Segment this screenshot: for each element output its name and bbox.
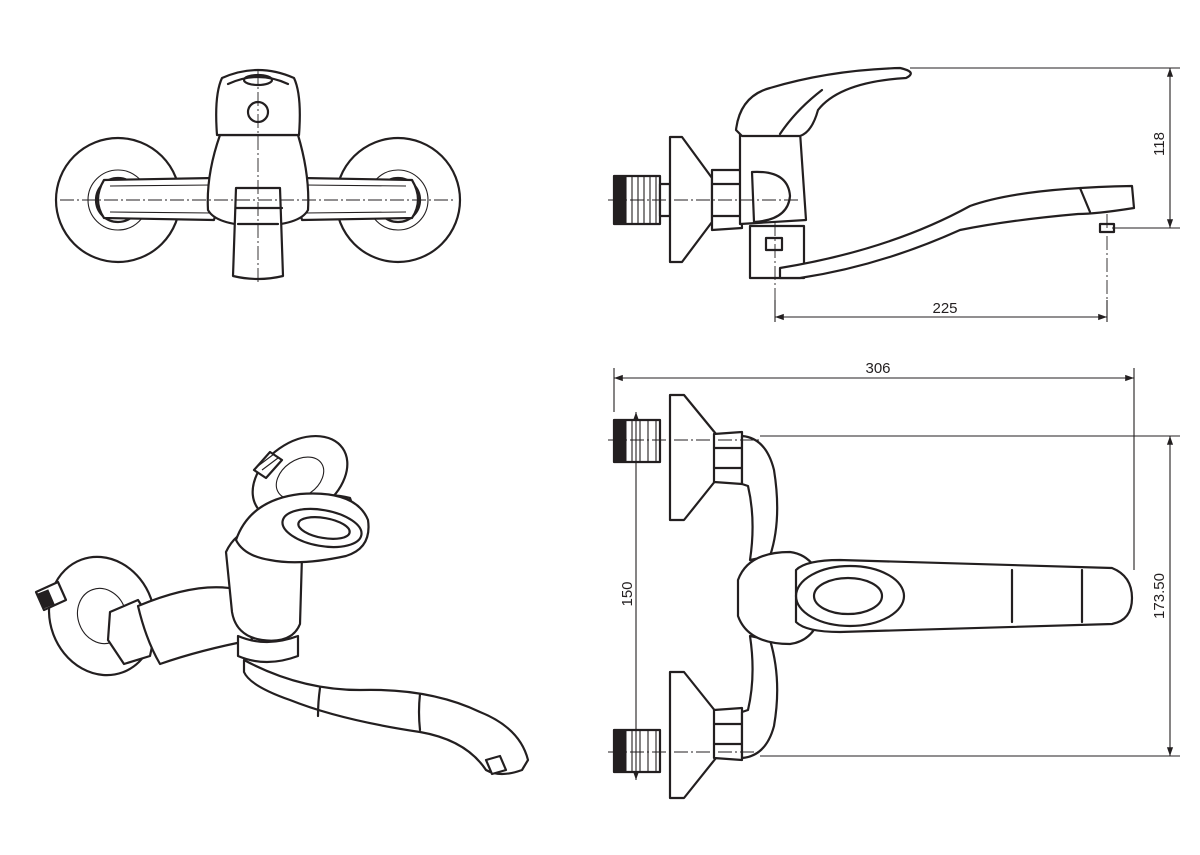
- dimension-306-label: 306: [865, 360, 890, 377]
- front-view: [54, 68, 462, 282]
- side-view: 118 225: [608, 66, 1180, 322]
- dimension-118-label: 118: [1151, 132, 1168, 156]
- dimension-225-label: 225: [932, 300, 957, 317]
- plan-view: 306 150 173.50: [608, 360, 1180, 800]
- isometric-view: [34, 434, 530, 776]
- dimension-150-label: 150: [619, 581, 636, 606]
- dimension-173-50-label: 173.50: [1151, 573, 1168, 619]
